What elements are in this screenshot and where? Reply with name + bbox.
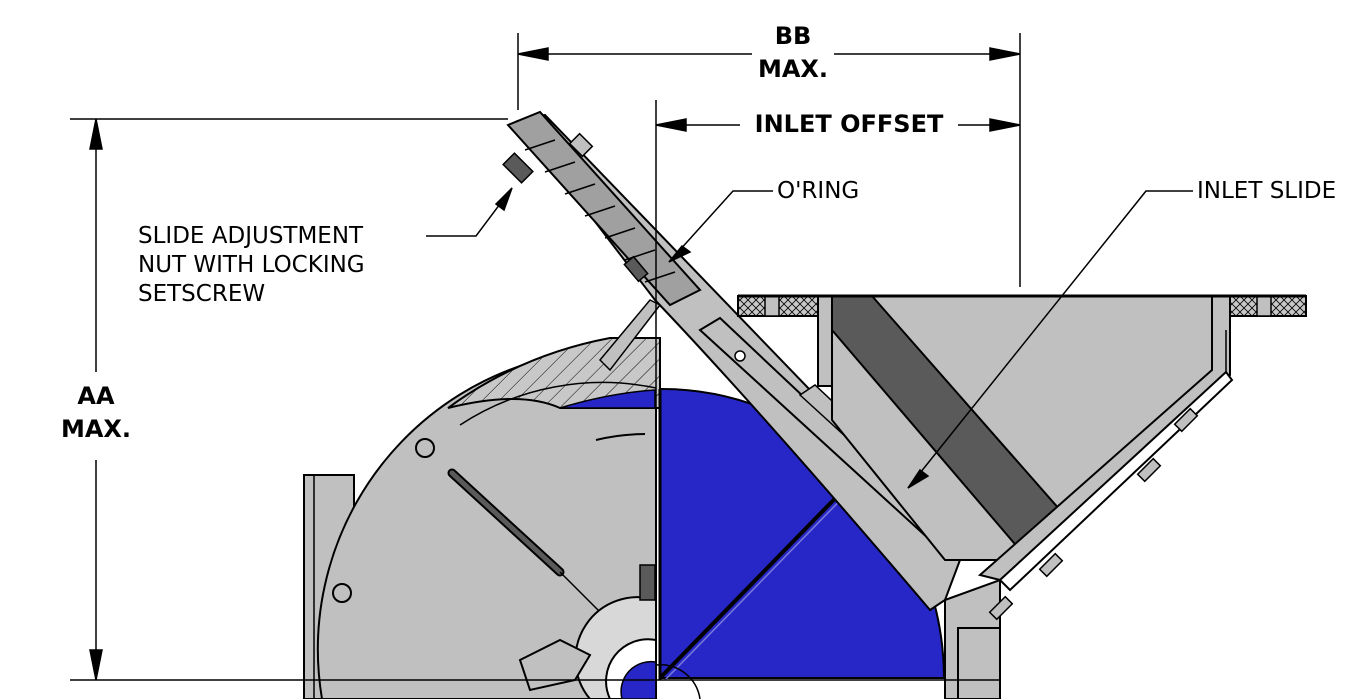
dimension-aa-label: AA MAX. — [40, 380, 152, 446]
o-ring — [623, 255, 649, 283]
callout-o-ring: O'RING — [777, 178, 860, 204]
dimension-bb-value: BB — [774, 22, 812, 50]
dimension-aa-max: MAX. — [60, 415, 132, 443]
callout-slide-adjustment-line1: SLIDE ADJUSTMENT — [138, 223, 364, 249]
housing — [303, 337, 661, 699]
dimension-aa-value: AA — [77, 382, 115, 410]
dimension-bb-max: MAX. — [757, 55, 829, 83]
callout-slide-adjustment-line3: SETSCREW — [138, 281, 266, 307]
adjustment-rod — [506, 110, 702, 307]
adjustment-nut — [502, 152, 534, 184]
rotor-left-segment — [559, 389, 656, 409]
callout-inlet-slide: INLET SLIDE — [1197, 178, 1337, 204]
rotor — [518, 387, 946, 699]
dimension-bb-label: BB MAX. — [752, 20, 834, 86]
dimension-lines — [70, 33, 1021, 699]
bolt-hole — [415, 438, 435, 458]
bolt-hole — [332, 583, 352, 603]
dimension-inlet-offset-label: INLET OFFSET — [754, 110, 944, 138]
leader-lines — [426, 187, 1193, 489]
bolt — [988, 407, 1199, 621]
inlet-hopper — [737, 294, 1307, 699]
callout-slide-adjustment-line2: NUT WITH LOCKING — [138, 252, 365, 278]
callout-slide-adjustment: SLIDE ADJUSTMENT NUT WITH LOCKING SETSCR… — [138, 222, 365, 309]
